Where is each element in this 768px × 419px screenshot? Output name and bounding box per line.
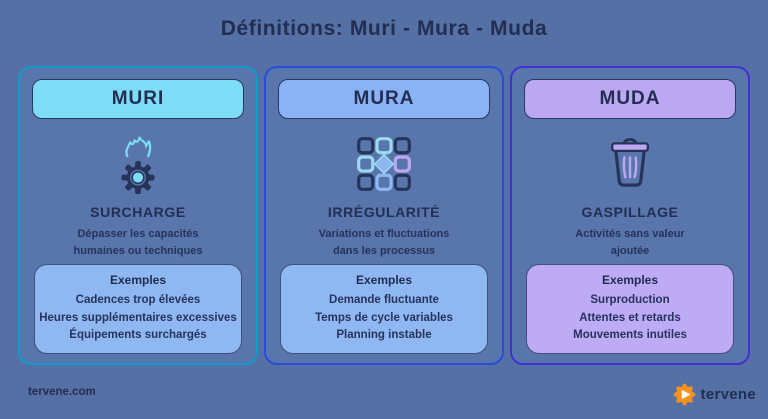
examples-title: Exemples xyxy=(109,273,167,288)
muda-header-pill: MUDA xyxy=(524,79,736,119)
description-line: humaines ou techniques xyxy=(73,244,203,257)
footer-brand-logo: tervene xyxy=(672,382,756,407)
example-item: Cadences trop élevées xyxy=(75,294,201,307)
description-line: Activités sans valeur xyxy=(575,228,685,240)
irregular-grid-icon xyxy=(354,131,414,197)
example-item: Mouvements inutiles xyxy=(573,328,687,341)
examples-title: Exemples xyxy=(601,273,659,288)
mura-header-pill: MURA xyxy=(278,79,490,119)
tervene-starburst-icon xyxy=(672,382,697,407)
muri-card: MURI SURCHARGE Dépasser les xyxy=(18,66,258,365)
trash-can-icon xyxy=(600,131,660,197)
cards-row: MURI SURCHARGE Dépasser les xyxy=(18,66,750,365)
brand-wordmark: tervene xyxy=(700,386,756,403)
examples-list: Demande fluctuante Temps de cycle variab… xyxy=(285,292,483,344)
muri-description: Dépasser les capacités humaines ou techn… xyxy=(74,226,203,259)
example-item: Heures supplémentaires excessives xyxy=(39,311,237,324)
mura-subtitle: IRRÉGULARITÉ xyxy=(327,204,441,220)
examples-title: Exemples xyxy=(355,273,413,288)
muri-subtitle: SURCHARGE xyxy=(90,204,186,220)
muda-card: MUDA GASPILLAGE Activités sans valeur aj… xyxy=(510,66,750,365)
page-title: Définitions: Muri - Mura - Muda xyxy=(220,17,548,40)
example-item: Temps de cycle variables xyxy=(315,311,453,324)
muda-description: Activités sans valeur ajoutée xyxy=(575,226,684,259)
description-line: Variations et fluctuations xyxy=(318,228,450,240)
example-item: Équipements surchargés xyxy=(69,328,207,341)
examples-list: Cadences trop élevées Heures supplémenta… xyxy=(39,292,237,344)
muda-examples-box: Exemples Surproduction Attentes et retar… xyxy=(526,264,734,354)
description-line: dans les processus xyxy=(332,244,436,257)
mura-examples-box: Exemples Demande fluctuante Temps de cyc… xyxy=(280,264,488,354)
footer-website: tervene.com xyxy=(28,386,96,398)
muri-header-pill: MURI xyxy=(32,79,244,119)
muri-examples-box: Exemples Cadences trop élevées Heures su… xyxy=(34,264,242,354)
description-line: Dépasser les capacités xyxy=(77,228,199,240)
example-item: Attentes et retards xyxy=(579,311,681,324)
flaming-gear-icon xyxy=(107,131,169,197)
mura-card: MURA IRRÉGULARITÉ Variations et fluctuat… xyxy=(264,66,504,365)
muda-subtitle: GASPILLAGE xyxy=(581,204,679,220)
examples-list: Surproduction Attentes et retards Mouvem… xyxy=(531,292,729,344)
mura-description: Variations et fluctuations dans les proc… xyxy=(319,226,450,259)
example-item: Surproduction xyxy=(590,294,670,307)
example-item: Planning instable xyxy=(336,328,432,341)
description-line: ajoutée xyxy=(610,244,650,257)
example-item: Demande fluctuante xyxy=(329,294,439,307)
